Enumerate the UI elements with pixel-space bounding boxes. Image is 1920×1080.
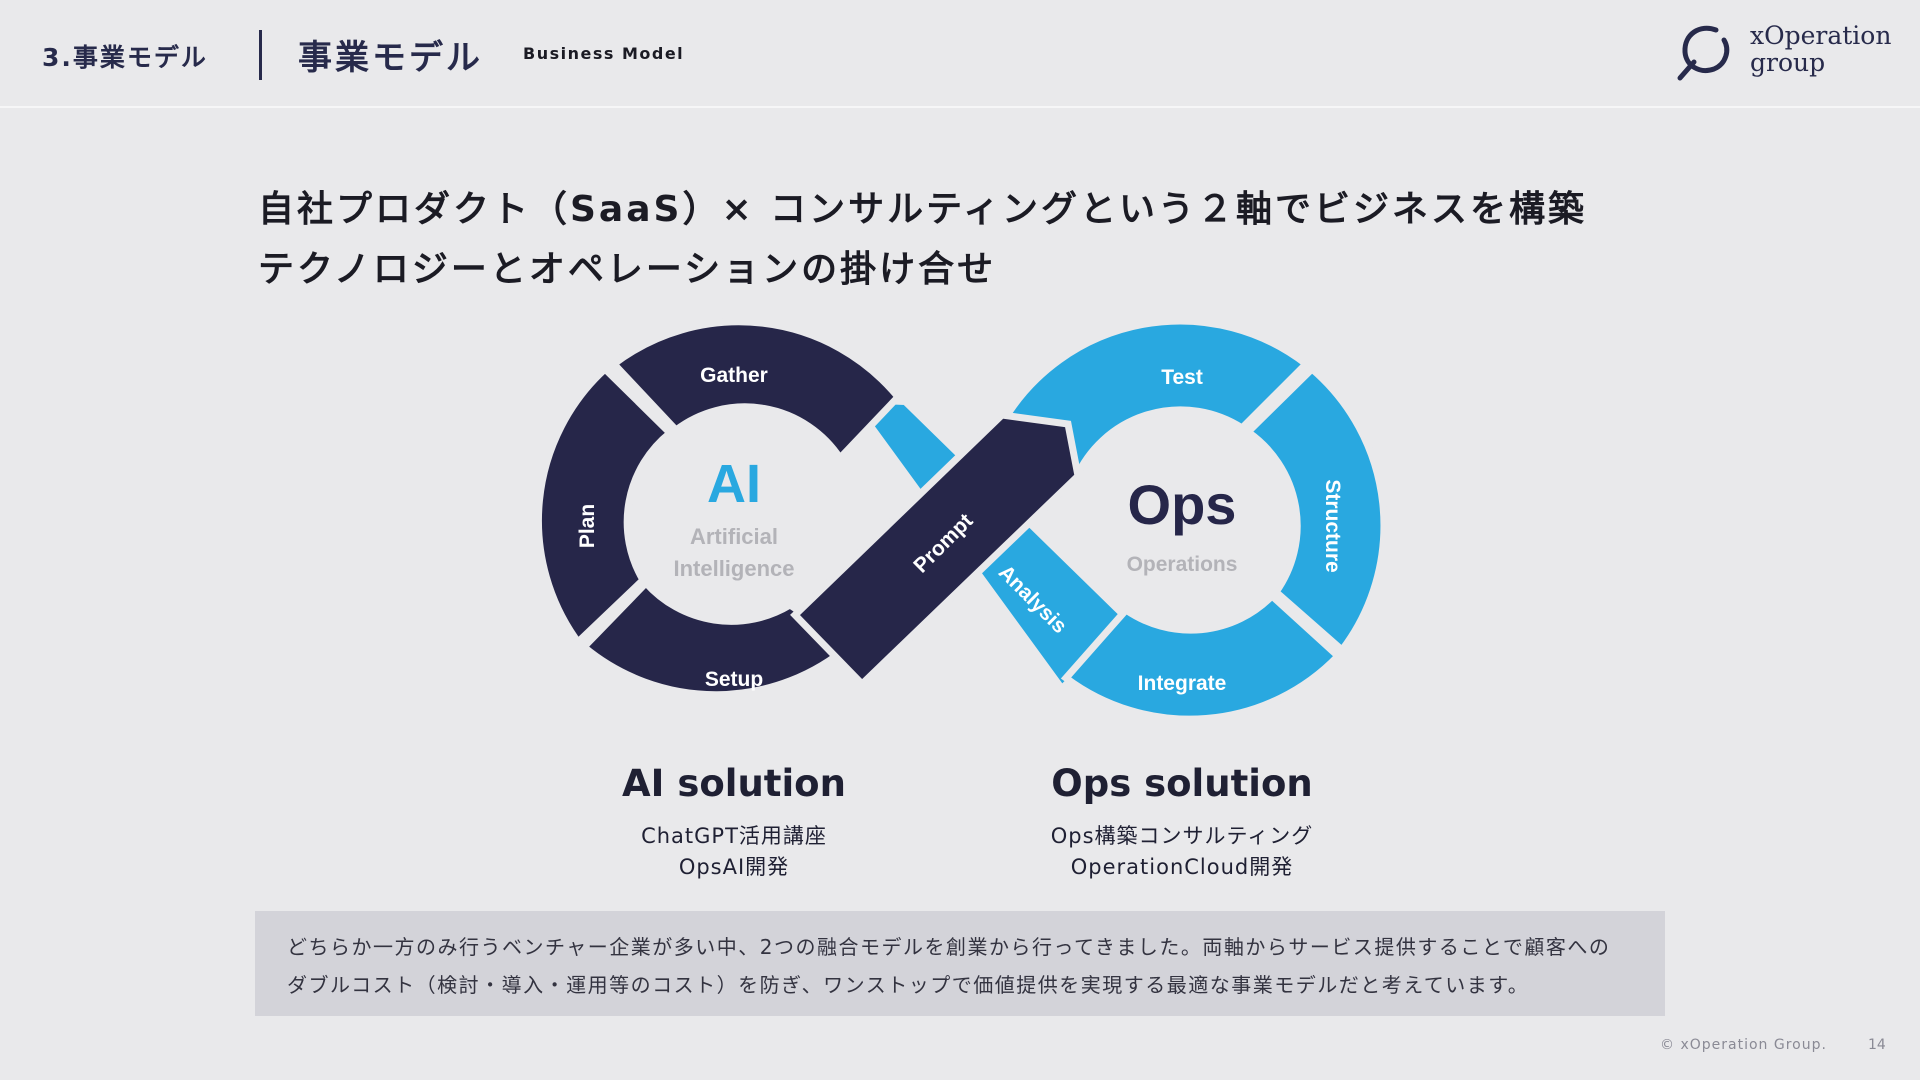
ai-solution-line-2: OpsAI開発 bbox=[678, 855, 790, 879]
summary-note-line-1: どちらか一方のみ行うベンチャー企業が多い中、2つの融合モデルを創業から行ってきま… bbox=[287, 935, 1611, 959]
section-label: 3.事業モデル bbox=[42, 43, 208, 72]
summary-note-text: どちらか一方のみ行うベンチャー企業が多い中、2つの融合モデルを創業から行ってきま… bbox=[287, 928, 1657, 1004]
ops-center-title: Ops bbox=[1128, 473, 1237, 536]
ai-solution-title: AI solution bbox=[622, 762, 846, 805]
test-segment bbox=[999, 317, 1312, 484]
right-loop bbox=[999, 317, 1388, 723]
step-label-setup: Setup bbox=[705, 668, 763, 691]
step-label-gather: Gather bbox=[700, 364, 768, 387]
gather-segment bbox=[608, 318, 903, 464]
page-subtitle: Business Model bbox=[523, 44, 685, 63]
company-logo: xOperation group bbox=[1676, 20, 1896, 82]
step-label-test: Test bbox=[1161, 366, 1203, 389]
left-loop bbox=[534, 318, 903, 699]
logo-line-2: group bbox=[1750, 48, 1826, 77]
plan-segment bbox=[534, 364, 676, 648]
step-label-plan: Plan bbox=[576, 504, 599, 548]
ops-solution-line-1: Ops構築コンサルティング bbox=[1050, 824, 1314, 848]
ai-solution-description: ChatGPT活用講座 OpsAI開発 bbox=[534, 821, 934, 883]
logo-mark-icon bbox=[1677, 25, 1730, 81]
page-number: 14 bbox=[1868, 1037, 1886, 1053]
header-bar: 3.事業モデル 事業モデル Business Model xOperation … bbox=[0, 0, 1920, 108]
step-label-integrate: Integrate bbox=[1138, 672, 1227, 695]
lead-text: 自社プロダクト（SaaS）× コンサルティングという２軸でビジネスを構築 テクノ… bbox=[258, 180, 1587, 300]
lead-line-1: 自社プロダクト（SaaS）× コンサルティングという２軸でビジネスを構築 bbox=[258, 189, 1587, 230]
ai-center-sub-2: Intelligence bbox=[673, 556, 794, 581]
footer-copyright: © xOperation Group. bbox=[1660, 1037, 1827, 1053]
ai-center-title: AI bbox=[707, 454, 761, 514]
ops-center-sub: Operations bbox=[1127, 553, 1238, 576]
page-title: 事業モデル bbox=[298, 38, 483, 78]
logo-wordmark: xOperation group bbox=[1750, 22, 1891, 76]
ops-solution-line-2: OperationCloud開発 bbox=[1070, 855, 1294, 879]
dark-bridge-band bbox=[790, 411, 1082, 689]
summary-note: どちらか一方のみ行うベンチャー企業が多い中、2つの融合モデルを創業から行ってきま… bbox=[255, 911, 1665, 1016]
ai-center-sub-1: Artificial bbox=[690, 524, 778, 549]
logo-line-1: xOperation bbox=[1750, 21, 1892, 50]
step-label-structure: Structure bbox=[1321, 479, 1344, 572]
structure-segment bbox=[1242, 364, 1388, 656]
ops-solution-title: Ops solution bbox=[1051, 762, 1313, 805]
setup-segment bbox=[578, 577, 856, 699]
integrate-segment bbox=[1060, 591, 1344, 723]
ai-solution-line-1: ChatGPT活用講座 bbox=[641, 824, 827, 848]
header-divider bbox=[259, 30, 262, 80]
ops-solution-description: Ops構築コンサルティング OperationCloud開発 bbox=[982, 821, 1382, 883]
lead-line-2: テクノロジーとオペレーションの掛け合せ bbox=[258, 249, 997, 290]
summary-note-line-2: ダブルコスト（検討・導入・運用等のコスト）を防ぎ、ワンストップで価値提供を実現す… bbox=[287, 973, 1530, 997]
